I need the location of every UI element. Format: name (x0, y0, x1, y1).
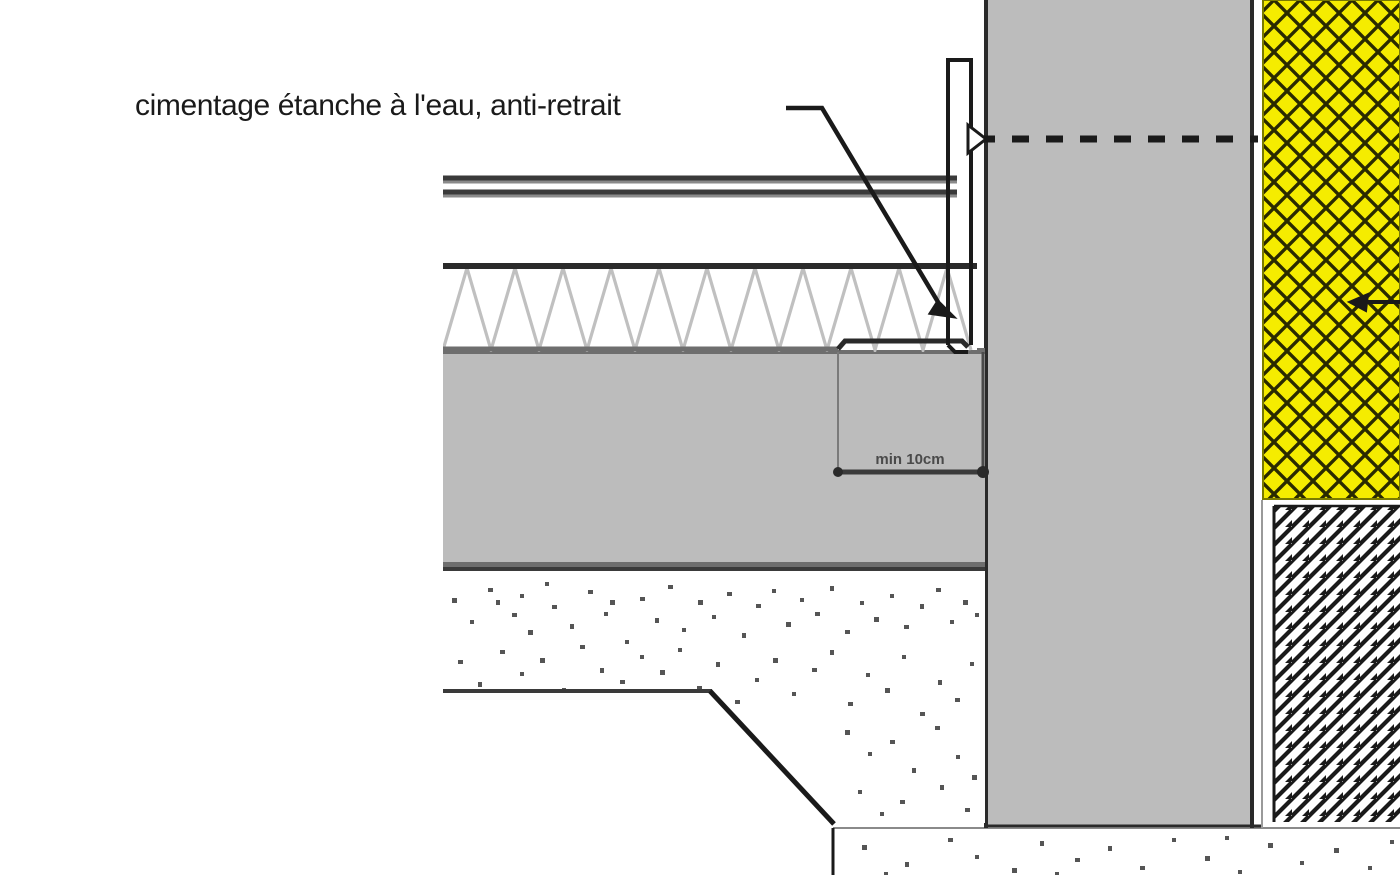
insulation-leader-arrow (1346, 292, 1400, 313)
zigzag-step-transition (836, 338, 970, 351)
gravel-bed-lower (831, 827, 1400, 875)
insulation-panel-yellow (1262, 0, 1400, 500)
dimension-dot-right (977, 466, 989, 478)
cimentage-arrow-marker (966, 121, 989, 157)
zigzag-insulation-layer (443, 263, 977, 352)
cimentage-leader-arrow (786, 105, 958, 319)
leader-arrowhead (927, 298, 958, 319)
slab-thickness-dimension: min 10cm (833, 352, 989, 478)
cimentage-render-strip (946, 58, 989, 354)
insulation-arrowhead (1346, 292, 1370, 313)
gravel-bed-upper (443, 567, 985, 826)
foundation-hatched-block (1272, 504, 1400, 822)
dimension-dot-left (833, 467, 843, 477)
concrete-wall-column (984, 0, 1262, 828)
main-annotation-label: cimentage étanche à l'eau, anti-retrait (135, 89, 621, 122)
dimension-label: min 10cm (875, 451, 944, 468)
